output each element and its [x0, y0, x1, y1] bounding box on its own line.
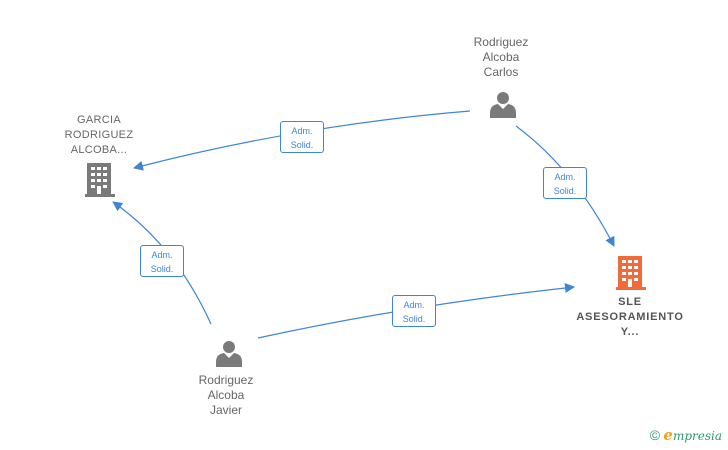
edge-role: Adm. [554, 172, 576, 182]
edge-role: Solid. [553, 186, 577, 196]
edge-role: Solid. [402, 314, 426, 324]
node-label-garcia[interactable]: GARCIA RODRIGUEZ ALCOBA... [50, 113, 148, 158]
edge-role: Adm. [403, 300, 425, 310]
label-line: SLE [618, 296, 642, 308]
building-icon[interactable] [616, 256, 646, 290]
edge-role: Adm. [291, 126, 313, 136]
label-line: Rodriguez [198, 373, 254, 387]
edge-label-carlos-garcia[interactable]: Adm. Solid. [280, 121, 324, 153]
edge-role: Adm. [151, 250, 173, 260]
brand-footer[interactable]: © empresia [650, 426, 722, 444]
label-line: Alcoba [207, 388, 245, 402]
node-label-sle[interactable]: SLE ASESORAMIENTO Y... [568, 295, 692, 340]
brand-logo: empresia [663, 426, 722, 444]
label-line: Rodriguez [473, 35, 529, 49]
label-line: GARCIA [77, 114, 121, 126]
edge-role: Solid. [290, 140, 314, 150]
building-icon[interactable] [85, 163, 115, 197]
person-icon[interactable] [490, 92, 516, 118]
label-line: ALCOBA... [70, 144, 128, 156]
edge-label-carlos-sle[interactable]: Adm. Solid. [543, 167, 587, 199]
edge-label-javier-garcia[interactable]: Adm. Solid. [140, 245, 184, 277]
label-line: ASESORAMIENTO [576, 311, 684, 323]
edge-role: Solid. [150, 264, 174, 274]
person-icon[interactable] [216, 341, 242, 367]
label-line: RODRIGUEZ [64, 129, 134, 141]
label-line: Y... [620, 326, 640, 338]
label-line: Carlos [483, 65, 519, 79]
label-line: Alcoba [482, 50, 520, 64]
label-line: Javier [209, 403, 242, 417]
edge-label-javier-sle[interactable]: Adm. Solid. [392, 295, 436, 327]
copyright-icon: © [649, 427, 661, 443]
node-label-carlos[interactable]: Rodriguez Alcoba Carlos [455, 35, 547, 80]
node-label-javier[interactable]: Rodriguez Alcoba Javier [180, 373, 272, 418]
